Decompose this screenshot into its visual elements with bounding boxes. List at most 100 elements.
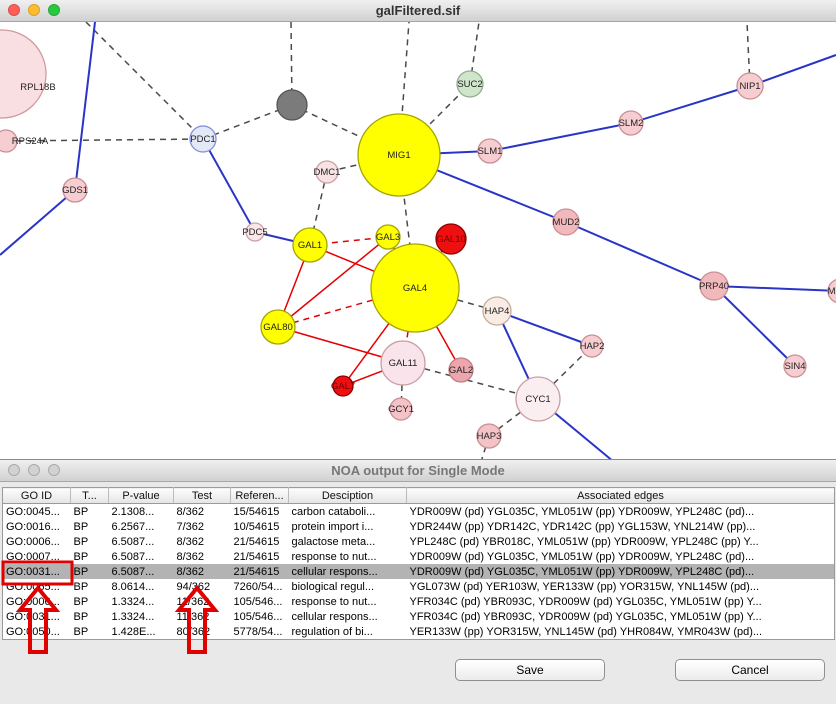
column-header-p-value[interactable]: P-value <box>108 487 174 504</box>
column-header-referen[interactable]: Referen... <box>230 487 289 504</box>
network-node-gal3[interactable]: GAL3 <box>375 224 401 250</box>
network-node-cyc1[interactable]: CYC1 <box>515 376 561 422</box>
node-circle[interactable] <box>375 224 401 250</box>
network-node-hap2[interactable]: HAP2 <box>580 334 605 358</box>
network-node-gal10[interactable]: GAL10 <box>435 223 467 255</box>
network-node-hap4[interactable]: HAP4 <box>482 296 512 326</box>
network-node-graynode[interactable] <box>276 89 308 121</box>
close-button[interactable] <box>8 464 20 476</box>
node-circle[interactable] <box>736 72 764 100</box>
network-node-pdc5[interactable]: PDC5 <box>242 222 268 242</box>
node-circle[interactable] <box>827 278 836 304</box>
network-node-gal11[interactable]: GAL11 <box>380 340 426 386</box>
close-button[interactable] <box>8 4 20 16</box>
network-edge[interactable] <box>277 236 389 328</box>
node-circle[interactable] <box>260 309 296 345</box>
network-node-rpl18b[interactable]: RPL18B <box>0 29 56 119</box>
network-node-sin4[interactable]: SIN4 <box>783 354 807 378</box>
network-node-gal7[interactable]: GAL7 <box>331 375 355 397</box>
column-header-go-id[interactable]: GO ID <box>2 487 71 504</box>
node-circle[interactable] <box>245 222 265 242</box>
network-edge[interactable] <box>85 22 204 140</box>
network-node-gds1[interactable]: GDS1 <box>62 177 88 203</box>
column-header-test[interactable]: Test <box>173 487 231 504</box>
network-edge[interactable] <box>202 104 293 140</box>
node-circle[interactable] <box>448 357 474 383</box>
node-circle[interactable] <box>783 354 807 378</box>
node-circle[interactable] <box>0 29 47 119</box>
network-edge[interactable] <box>74 22 96 191</box>
node-circle[interactable] <box>515 376 561 422</box>
node-circle[interactable] <box>0 129 18 153</box>
network-node-pdc1[interactable]: PDC1 <box>189 125 217 153</box>
node-circle[interactable] <box>699 271 729 301</box>
network-edge[interactable] <box>713 285 836 292</box>
network-edge[interactable] <box>202 138 256 233</box>
network-edge[interactable] <box>402 362 539 400</box>
network-edge[interactable] <box>630 85 751 124</box>
node-circle[interactable] <box>456 70 484 98</box>
network-node-dmc1[interactable]: DMC1 <box>314 160 341 184</box>
graph-window-titlebar[interactable]: galFiltered.sif <box>0 0 836 22</box>
node-circle[interactable] <box>189 125 217 153</box>
zoom-button[interactable] <box>48 464 60 476</box>
network-node-gcy1[interactable]: GCY1 <box>388 397 414 421</box>
node-circle[interactable] <box>389 397 413 421</box>
network-node-slm2[interactable]: SLM2 <box>618 110 644 136</box>
node-circle[interactable] <box>482 296 512 326</box>
network-node-slm1[interactable]: SLM1 <box>477 138 503 164</box>
network-node-prp40[interactable]: PRP40 <box>699 271 729 301</box>
node-circle[interactable] <box>62 177 88 203</box>
node-circle[interactable] <box>435 223 467 255</box>
node-circle[interactable] <box>477 138 503 164</box>
minimize-button[interactable] <box>28 464 40 476</box>
network-node-mud2[interactable]: MUD2 <box>552 208 580 236</box>
network-edge[interactable] <box>0 189 76 256</box>
node-circle[interactable] <box>580 334 604 358</box>
noa-window-titlebar[interactable]: NOA output for Single Mode <box>0 460 836 482</box>
network-edge[interactable] <box>309 171 328 246</box>
network-node-gal80[interactable]: GAL80 <box>260 309 296 345</box>
network-node-suc2[interactable]: SUC2 <box>456 70 484 98</box>
node-circle[interactable] <box>552 208 580 236</box>
node-circle[interactable] <box>315 160 339 184</box>
node-circle[interactable] <box>357 113 441 197</box>
network-edge[interactable] <box>749 54 836 87</box>
save-button[interactable]: Save <box>455 659 605 681</box>
network-node-hap3[interactable]: HAP3 <box>476 423 502 449</box>
column-header-t[interactable]: T... <box>70 487 109 504</box>
node-circle[interactable] <box>476 423 502 449</box>
node-circle[interactable] <box>370 243 460 333</box>
network-edge[interactable] <box>489 122 632 152</box>
node-circle[interactable] <box>276 89 308 121</box>
node-circle[interactable] <box>332 375 354 397</box>
node-circle[interactable] <box>618 110 644 136</box>
network-node-rps24a[interactable]: RPS24A <box>0 129 49 153</box>
column-header-associated-edges[interactable]: Associated edges <box>406 487 835 504</box>
node-circle[interactable] <box>292 227 328 263</box>
zoom-button[interactable] <box>48 4 60 16</box>
network-node-gal1[interactable]: GAL1 <box>292 227 328 263</box>
node-circle[interactable] <box>380 340 426 386</box>
minimize-button[interactable] <box>28 4 40 16</box>
network-node-gal4[interactable]: GAL4 <box>370 243 460 333</box>
network-node-nip1[interactable]: NIP1 <box>736 72 764 100</box>
column-header-desciption[interactable]: Desciption <box>288 487 407 504</box>
network-node-gal2[interactable]: GAL2 <box>448 357 474 383</box>
network-edge[interactable] <box>565 221 715 287</box>
cancel-button[interactable]: Cancel <box>675 659 825 681</box>
network-node-mig1[interactable]: MIG1 <box>357 113 441 197</box>
network-edge[interactable] <box>713 285 796 367</box>
network-edge[interactable] <box>496 310 593 347</box>
network-edge[interactable] <box>291 104 400 156</box>
